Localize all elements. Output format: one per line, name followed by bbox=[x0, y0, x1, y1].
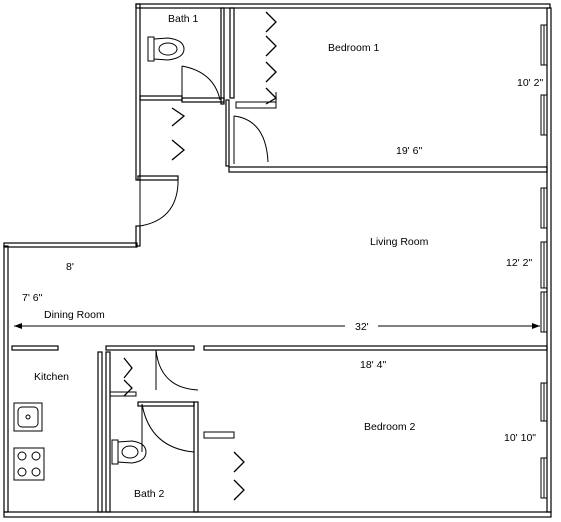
dimension-line bbox=[14, 323, 540, 329]
bath1-area bbox=[137, 7, 235, 227]
dimension-label: 10' 10" bbox=[504, 432, 536, 444]
bedroom1-area bbox=[225, 11, 548, 173]
room-label-living: Living Room bbox=[370, 236, 429, 248]
room-label-bedroom2: Bedroom 2 bbox=[364, 421, 416, 433]
closet-door-icon bbox=[171, 107, 186, 161]
toilet-icon bbox=[111, 439, 147, 465]
closet-door-icon bbox=[233, 451, 245, 501]
room-label-bath1: Bath 1 bbox=[168, 13, 199, 25]
stove-icon bbox=[13, 447, 45, 481]
room-label-bedroom1: Bedroom 1 bbox=[328, 42, 380, 54]
toilet-icon bbox=[147, 36, 185, 62]
exterior-walls bbox=[3, 3, 552, 518]
closet-door-icon bbox=[265, 11, 278, 105]
sink-icon bbox=[13, 402, 43, 432]
dimension-label: 19' 6" bbox=[396, 145, 422, 157]
dimension-label: 32' bbox=[355, 321, 369, 333]
room-label-kitchen: Kitchen bbox=[34, 371, 69, 383]
dimension-label: 10' 2" bbox=[517, 77, 543, 89]
kitchen-area bbox=[11, 345, 59, 481]
dimension-label: 8' bbox=[66, 261, 74, 273]
room-label-bath2: Bath 2 bbox=[134, 488, 165, 500]
dimension-label: 7' 6" bbox=[22, 292, 43, 304]
dimension-label: 18' 4" bbox=[360, 359, 386, 371]
room-label-dining: Dining Room bbox=[44, 309, 105, 321]
dimension-label: 12' 2" bbox=[506, 257, 532, 269]
bedroom2-area bbox=[97, 345, 548, 513]
windows bbox=[540, 24, 548, 499]
closet-door-icon bbox=[123, 357, 133, 397]
